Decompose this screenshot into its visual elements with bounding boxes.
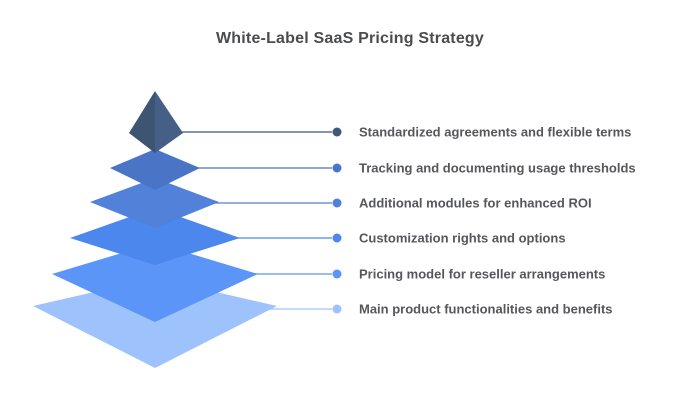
pyramid-apex-right-face [155, 91, 183, 153]
pyramid-layer-6 [33, 278, 277, 368]
pyramid-layer-5 [52, 243, 258, 322]
bullet-dot-3 [332, 198, 342, 208]
pyramid-layer-2 [110, 149, 200, 190]
pyramid-layer-3 [90, 178, 219, 228]
pyramid-layer-4 [70, 208, 240, 265]
layer-label-5: Pricing model for reseller arrangements [359, 266, 606, 282]
layer-label-6: Main product functionalities and benefit… [359, 301, 613, 317]
layer-label-3: Additional modules for enhanced ROI [359, 195, 592, 211]
page-title: White-Label SaaS Pricing Strategy [216, 30, 484, 47]
bullet-dot-4 [332, 233, 342, 243]
layer-label-1: Standardized agreements and flexible ter… [359, 124, 632, 140]
bullet-dot-2 [332, 163, 342, 173]
pyramid-apex-left-face [129, 91, 155, 153]
bullet-dot-1 [332, 127, 342, 137]
bullet-dot-5 [332, 269, 342, 279]
bullet-dot-6 [332, 304, 342, 314]
layer-label-4: Customization rights and options [359, 230, 566, 246]
layer-label-2: Tracking and documenting usage threshold… [359, 160, 636, 176]
